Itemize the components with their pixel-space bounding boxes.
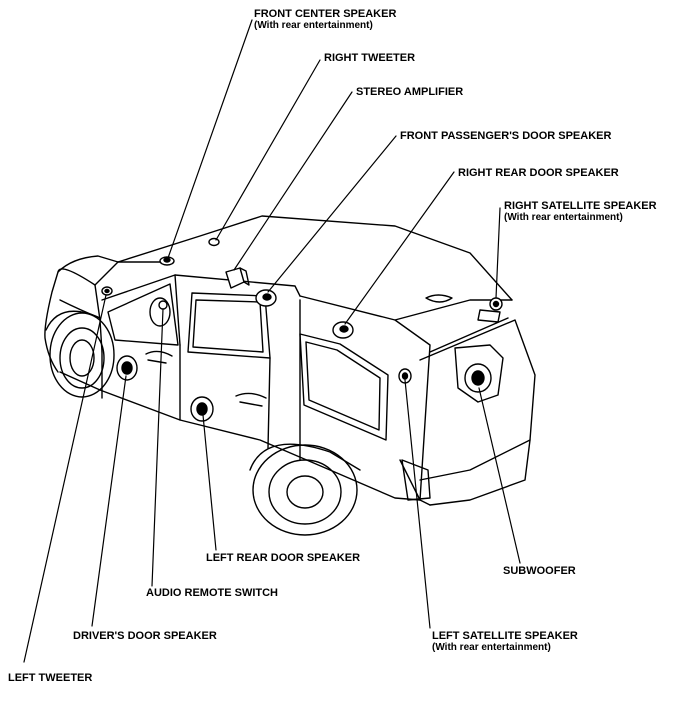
leader-lines [23,19,521,663]
right-satellite-speaker-name: RIGHT SATELLITE SPEAKER [504,200,657,212]
front-passenger-door-speaker-name: FRONT PASSENGER'S DOOR SPEAKER [400,130,612,142]
leader-drivers-door [91,375,127,627]
leader-front-passenger-door [267,135,397,293]
leader-right-rear-door [344,171,455,325]
stereo-amplifier-marker [225,267,245,289]
label-left-rear-door-speaker: LEFT REAR DOOR SPEAKER [206,552,360,564]
label-subwoofer: SUBWOOFER [503,565,576,577]
leader-right-satellite [495,207,501,299]
label-right-satellite-speaker: RIGHT SATELLITE SPEAKER (With rear enter… [504,200,657,224]
leader-left-satellite [404,379,431,629]
label-stereo-amplifier: STEREO AMPLIFIER [356,86,463,98]
audio-remote-switch-marker [158,300,168,310]
right-tweeter-marker [208,237,220,247]
leader-audio-remote-switch [151,308,164,587]
leader-left-rear-door [202,414,217,551]
right-tweeter-name: RIGHT TWEETER [324,52,416,64]
drivers-door-speaker-name: DRIVER'S DOOR SPEAKER [73,630,217,642]
front-center-speaker-note: (With rear entertainment) [254,20,373,31]
left-satellite-speaker-note: (With rear entertainment) [432,642,551,653]
label-drivers-door-speaker: DRIVER'S DOOR SPEAKER [73,630,217,642]
label-front-center-speaker: FRONT CENTER SPEAKER (With rear entertai… [254,8,396,32]
label-right-tweeter: RIGHT TWEETER [324,52,415,64]
label-front-passenger-door-speaker: FRONT PASSENGER'S DOOR SPEAKER [400,130,611,142]
label-left-tweeter: LEFT TWEETER [8,672,92,684]
subwoofer-name: SUBWOOFER [503,565,576,577]
leader-right-tweeter [215,59,321,241]
audio-remote-switch-name: AUDIO REMOTE SWITCH [146,587,278,599]
front-center-speaker-name: FRONT CENTER SPEAKER [254,8,397,20]
right-rear-door-speaker-name: RIGHT REAR DOOR SPEAKER [458,167,619,179]
leader-stereo-amplifier [233,91,353,271]
vehicle-body [44,215,536,536]
leader-left-tweeter [23,294,107,663]
component-markers [101,237,504,422]
left-rear-door-speaker-name: LEFT REAR DOOR SPEAKER [206,552,361,564]
leader-subwoofer [478,387,521,564]
right-satellite-speaker-note: (With rear entertainment) [504,212,623,223]
label-right-rear-door-speaker: RIGHT REAR DOOR SPEAKER [458,167,619,179]
leader-front-center [167,19,253,259]
stereo-amplifier-name: STEREO AMPLIFIER [356,86,464,98]
label-left-satellite-speaker: LEFT SATELLITE SPEAKER (With rear entert… [432,630,578,654]
left-tweeter-name: LEFT TWEETER [8,672,93,684]
left-satellite-speaker-name: LEFT SATELLITE SPEAKER [432,630,578,642]
label-audio-remote-switch: AUDIO REMOTE SWITCH [146,587,278,599]
